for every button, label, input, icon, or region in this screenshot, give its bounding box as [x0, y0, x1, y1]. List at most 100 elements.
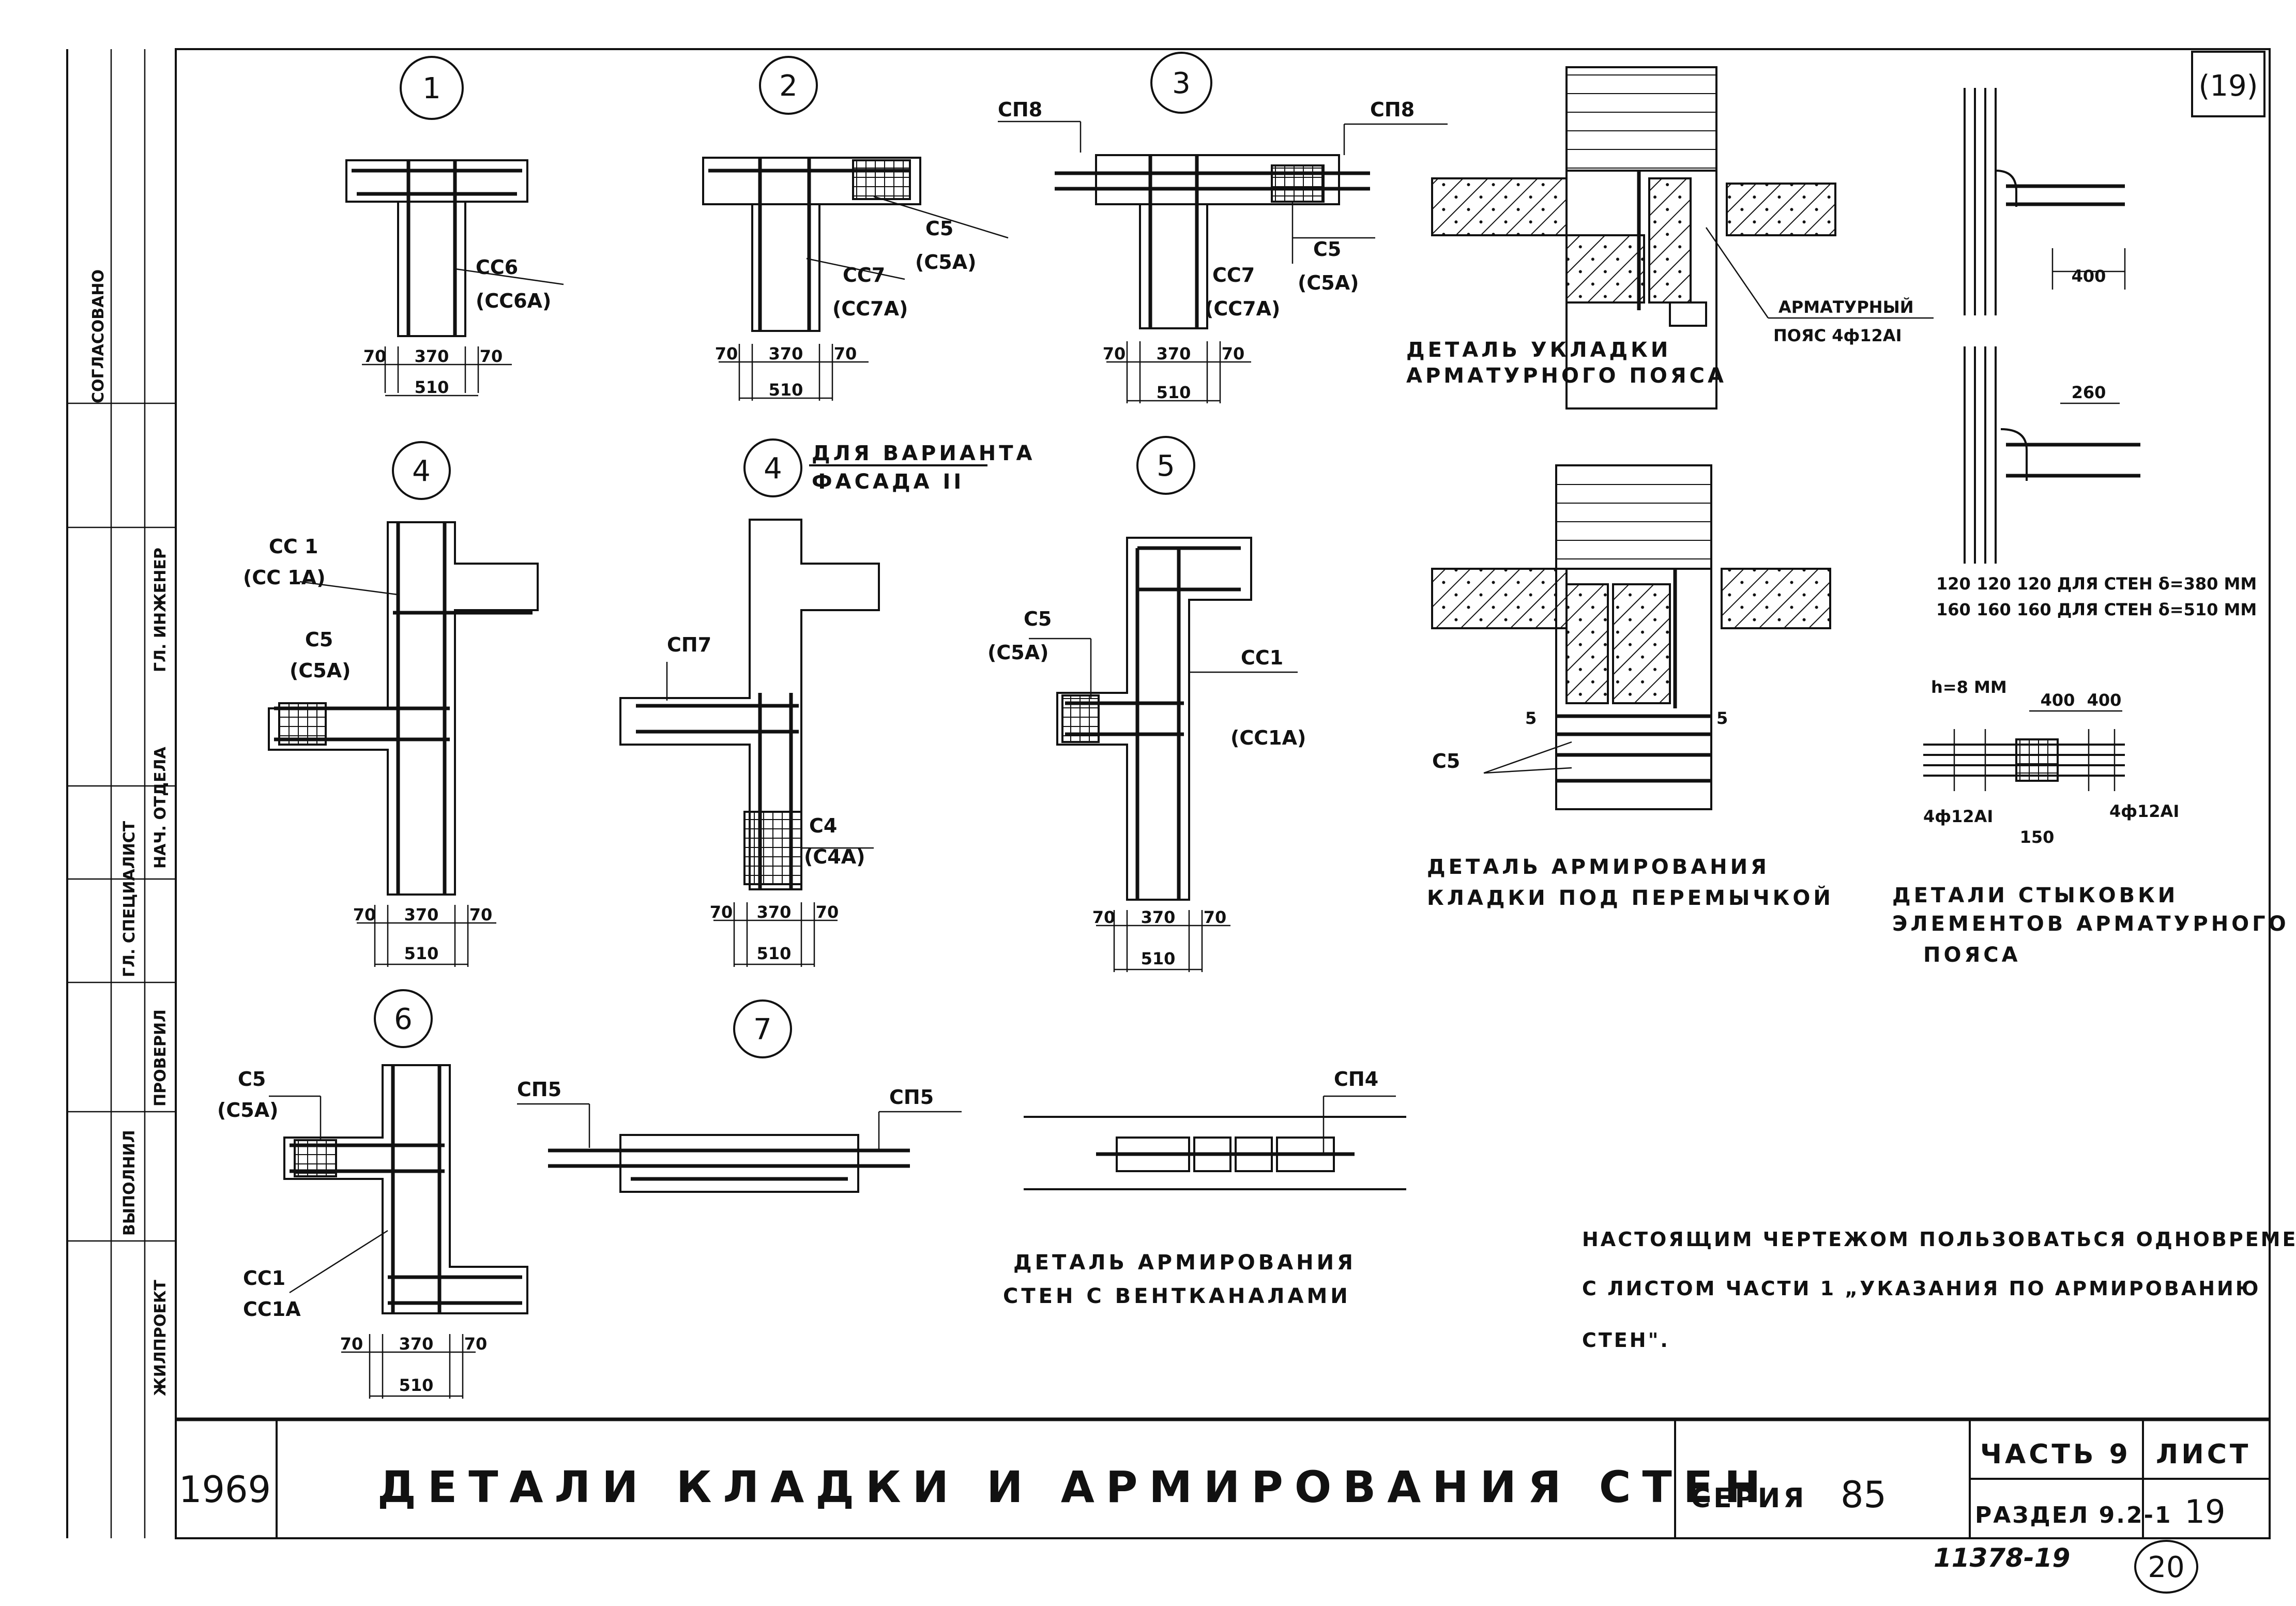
svg-text:400: 400 — [2087, 690, 2122, 710]
svg-text:АРМАТУРНОГО ПОЯСА: АРМАТУРНОГО ПОЯСА — [1406, 364, 1727, 388]
sheet-label: ЛИСТ — [2156, 1439, 2251, 1470]
svg-text:СС1: СС1 — [243, 1267, 285, 1290]
svg-text:260: 260 — [2072, 383, 2106, 402]
svg-text:СП8: СП8 — [998, 98, 1042, 121]
svg-text:С5: С5 — [1313, 238, 1341, 261]
svg-text:5: 5 — [1525, 708, 1537, 728]
side-row-3: ГЛ. СПЕЦИАЛИСТ — [120, 821, 139, 977]
sheet-value: 19 — [2185, 1493, 2226, 1531]
series-value: 85 — [1841, 1474, 1887, 1516]
archive-stamp: 11378-19 20 — [1934, 1540, 2198, 1594]
svg-text:70: 70 — [353, 905, 376, 925]
svg-text:4: 4 — [764, 452, 782, 486]
svg-text:120 120 120 ДЛЯ СТЕН δ=380 ММ: 120 120 120 ДЛЯ СТЕН δ=380 ММ — [1936, 574, 2257, 594]
detail-marker-1 — [400, 56, 464, 120]
svg-text:370: 370 — [1141, 907, 1176, 927]
svg-text:6: 6 — [394, 1003, 413, 1036]
detail-marker-3 — [1150, 52, 1212, 114]
stamp-circle — [2134, 1540, 2198, 1594]
svg-text:70: 70 — [1092, 907, 1116, 927]
svg-text:370: 370 — [399, 1334, 434, 1354]
svg-text:ЭЛЕМЕНТОВ АРМАТУРНОГО: ЭЛЕМЕНТОВ АРМАТУРНОГО — [1892, 912, 2289, 936]
svg-text:СП7: СП7 — [667, 633, 711, 656]
svg-text:(С5А): (С5А) — [1298, 271, 1359, 294]
side-row-2: НАЧ. ОТДЕЛА — [151, 746, 170, 869]
svg-text:4: 4 — [412, 454, 431, 488]
svg-text:1: 1 — [422, 72, 441, 105]
svg-text:70: 70 — [816, 902, 839, 922]
title-year: 1969 — [179, 1468, 271, 1511]
side-row-1: ГЛ. ИНЖЕНЕР — [151, 548, 170, 672]
svg-text:(С5А): (С5А) — [987, 641, 1048, 664]
svg-text:ПОЯСА: ПОЯСА — [1923, 943, 2021, 967]
detail-5: 5 С5 (С5А) СС1 (СС1А) 70 370 70 510 — [987, 436, 1306, 972]
svg-text:НАСТОЯЩИМ ЧЕРТЕЖОМ ПОЛЬЗОВАТЬС: НАСТОЯЩИМ ЧЕРТЕЖОМ ПОЛЬЗОВАТЬСЯ ОДНОВРЕМ… — [1582, 1228, 2296, 1251]
svg-text:ДЕТАЛИ СТЫКОВКИ: ДЕТАЛИ СТЫКОВКИ — [1892, 884, 2178, 907]
svg-text:h=8 ММ: h=8 ММ — [1931, 677, 2007, 697]
svg-text:4ф12АI: 4ф12АI — [1923, 807, 1993, 826]
svg-text:С5: С5 — [1432, 750, 1460, 772]
svg-text:ФАСАДА II: ФАСАДА II — [812, 470, 964, 494]
svg-text:СС1: СС1 — [1241, 646, 1283, 669]
svg-text:(С4А): (С4А) — [804, 845, 865, 868]
section-label: РАЗДЕЛ 9.2-1 — [1975, 1502, 2172, 1528]
svg-text:СП5: СП5 — [517, 1078, 561, 1101]
svg-text:510: 510 — [415, 377, 449, 397]
svg-text:510: 510 — [769, 380, 803, 400]
sheet-frame — [66, 48, 2271, 1539]
svg-text:3: 3 — [1172, 67, 1191, 100]
svg-text:С ЛИСТОМ ЧАСТИ 1 „УКАЗАНИЯ ПО: С ЛИСТОМ ЧАСТИ 1 „УКАЗАНИЯ ПО АРМИРОВАНИ… — [1582, 1277, 2260, 1300]
svg-text:СС6: СС6 — [476, 256, 518, 279]
detail-6: 6 С5 (С5А) СС1 СС1А 70 370 70 510 — [217, 989, 528, 1399]
svg-text:20: 20 — [2148, 1551, 2184, 1584]
svg-text:(19): (19) — [2199, 69, 2258, 103]
svg-text:ДЕТАЛЬ УКЛАДКИ: ДЕТАЛЬ УКЛАДКИ — [1406, 338, 1671, 362]
svg-text:400: 400 — [2072, 266, 2106, 286]
svg-text:СС1А: СС1А — [243, 1298, 301, 1321]
detail-2: 2 С5 (С5А) СС7 (СС7А) 70 370 70 510 — [702, 56, 1009, 401]
svg-text:С5: С5 — [305, 628, 333, 651]
svg-text:70: 70 — [464, 1334, 488, 1354]
svg-text:510: 510 — [399, 1375, 434, 1395]
svg-text:70: 70 — [710, 902, 733, 922]
svg-text:7: 7 — [753, 1013, 772, 1047]
side-stamp: СОГЛАСОВАНО ГЛ. ИНЖЕНЕР НАЧ. ОТДЕЛА ГЛ. … — [67, 269, 176, 1396]
svg-text:70: 70 — [340, 1334, 363, 1354]
svg-text:ДЕТАЛЬ АРМИРОВАНИЯ: ДЕТАЛЬ АРМИРОВАНИЯ — [1013, 1251, 1356, 1275]
svg-text:ДЕТАЛЬ АРМИРОВАНИЯ: ДЕТАЛЬ АРМИРОВАНИЯ — [1427, 855, 1770, 879]
svg-text:СП4: СП4 — [1334, 1068, 1378, 1090]
sheet-number: (19) — [2191, 51, 2265, 117]
svg-text:5: 5 — [1716, 708, 1728, 728]
svg-text:ДЛЯ ВАРИАНТА: ДЛЯ ВАРИАНТА — [812, 442, 1036, 465]
detail-4-variant: 4 ДЛЯ ВАРИАНТА ФАСАДА II СП7 С4 (С4А) 70… — [619, 438, 1036, 967]
detail-marker-2 — [759, 56, 818, 115]
svg-text:70: 70 — [834, 344, 857, 363]
svg-text:370: 370 — [769, 344, 803, 363]
svg-text:370: 370 — [1157, 344, 1191, 363]
detail-marker-4b — [743, 438, 802, 497]
svg-text:160 160 160 ДЛЯ СТЕН δ=510 ММ: 160 160 160 ДЛЯ СТЕН δ=510 ММ — [1936, 600, 2257, 619]
svg-text:(С5А): (С5А) — [290, 659, 351, 682]
svg-text:70: 70 — [480, 346, 503, 366]
svg-text:370: 370 — [757, 902, 792, 922]
joint-details: 400 260 120 120 120 ДЛЯ СТЕН δ=380 ММ 16… — [1892, 88, 2289, 967]
lintel-detail: 5 5 С5 ДЕТАЛЬ АРМИРОВАНИЯ КЛАДКИ ПОД ПЕР… — [1427, 464, 1831, 910]
svg-text:С5: С5 — [925, 217, 953, 240]
svg-text:70: 70 — [1222, 344, 1245, 363]
svg-text:(С5А): (С5А) — [915, 251, 976, 274]
drawing-title: ДЕТАЛИ КЛАДКИ И АРМИРОВАНИЯ СТЕН — [377, 1462, 1772, 1512]
svg-text:(С5А): (С5А) — [217, 1099, 278, 1122]
svg-text:АРМАТУРНЫЙ: АРМАТУРНЫЙ — [1778, 297, 1914, 317]
svg-text:СП8: СП8 — [1370, 98, 1415, 121]
svg-text:2: 2 — [779, 69, 798, 103]
detail-marker-6 — [374, 989, 433, 1048]
detail-marker-5 — [1136, 436, 1195, 495]
svg-text:СС7: СС7 — [1212, 264, 1255, 286]
svg-text:(СС 1А): (СС 1А) — [243, 566, 326, 589]
svg-text:150: 150 — [2020, 827, 2055, 847]
svg-text:С5: С5 — [238, 1068, 266, 1090]
side-row-4: ПРОВЕРИЛ — [151, 1009, 170, 1107]
detail-1: 1 СС6 (СС6А) 70 370 70 510 — [345, 56, 564, 397]
svg-text:70: 70 — [1103, 344, 1126, 363]
